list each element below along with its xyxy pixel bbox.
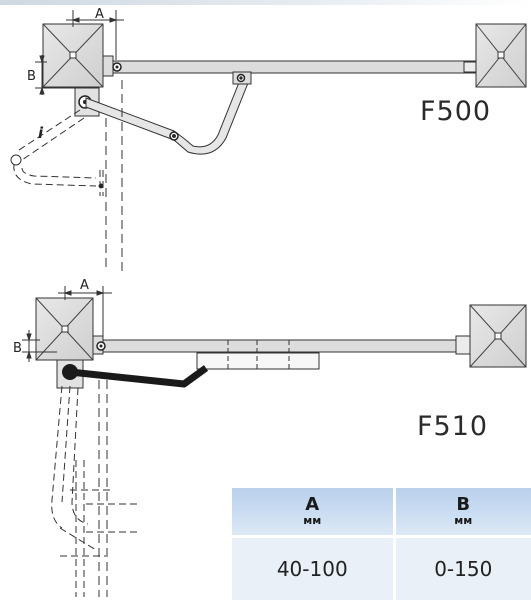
- dimension-spec-table: A мм B мм 40-100 0-150: [232, 488, 531, 600]
- table-value-b: 0-150: [393, 535, 531, 600]
- table-value-a: 40-100: [232, 535, 393, 600]
- table-header-row: A мм B мм: [232, 488, 531, 535]
- table-value-row: 40-100 0-150: [232, 535, 531, 600]
- f500-gate-leaf: [113, 61, 476, 73]
- header-b-letter: B: [396, 496, 531, 514]
- f500-left-post: [43, 24, 103, 87]
- model-label-f500: F500: [420, 96, 491, 127]
- f500-arm: [86, 72, 251, 154]
- model-label-f510: F510: [417, 411, 488, 442]
- f500-right-post: [476, 24, 526, 87]
- f510-left-post: [36, 298, 93, 360]
- header-a-unit: мм: [232, 514, 393, 528]
- f510-label-a: A: [80, 278, 89, 293]
- f510-arm: [70, 368, 206, 384]
- f500-label-i: i: [38, 124, 44, 142]
- table-header-a: A мм: [232, 488, 393, 535]
- f510-open-position: [52, 386, 140, 597]
- header-a-letter: A: [232, 496, 393, 514]
- f500-label-b: B: [27, 69, 36, 84]
- f510-arm-pivot: [62, 364, 78, 380]
- f510-gate-leaf: [97, 336, 470, 354]
- f500-hinge: [103, 56, 113, 76]
- f500-open-position: [11, 110, 103, 196]
- header-b-unit: мм: [396, 514, 531, 528]
- f510-label-b: B: [13, 341, 22, 356]
- f500-label-a: A: [95, 7, 104, 22]
- table-header-b: B мм: [393, 488, 531, 535]
- f510-right-post: [470, 305, 526, 367]
